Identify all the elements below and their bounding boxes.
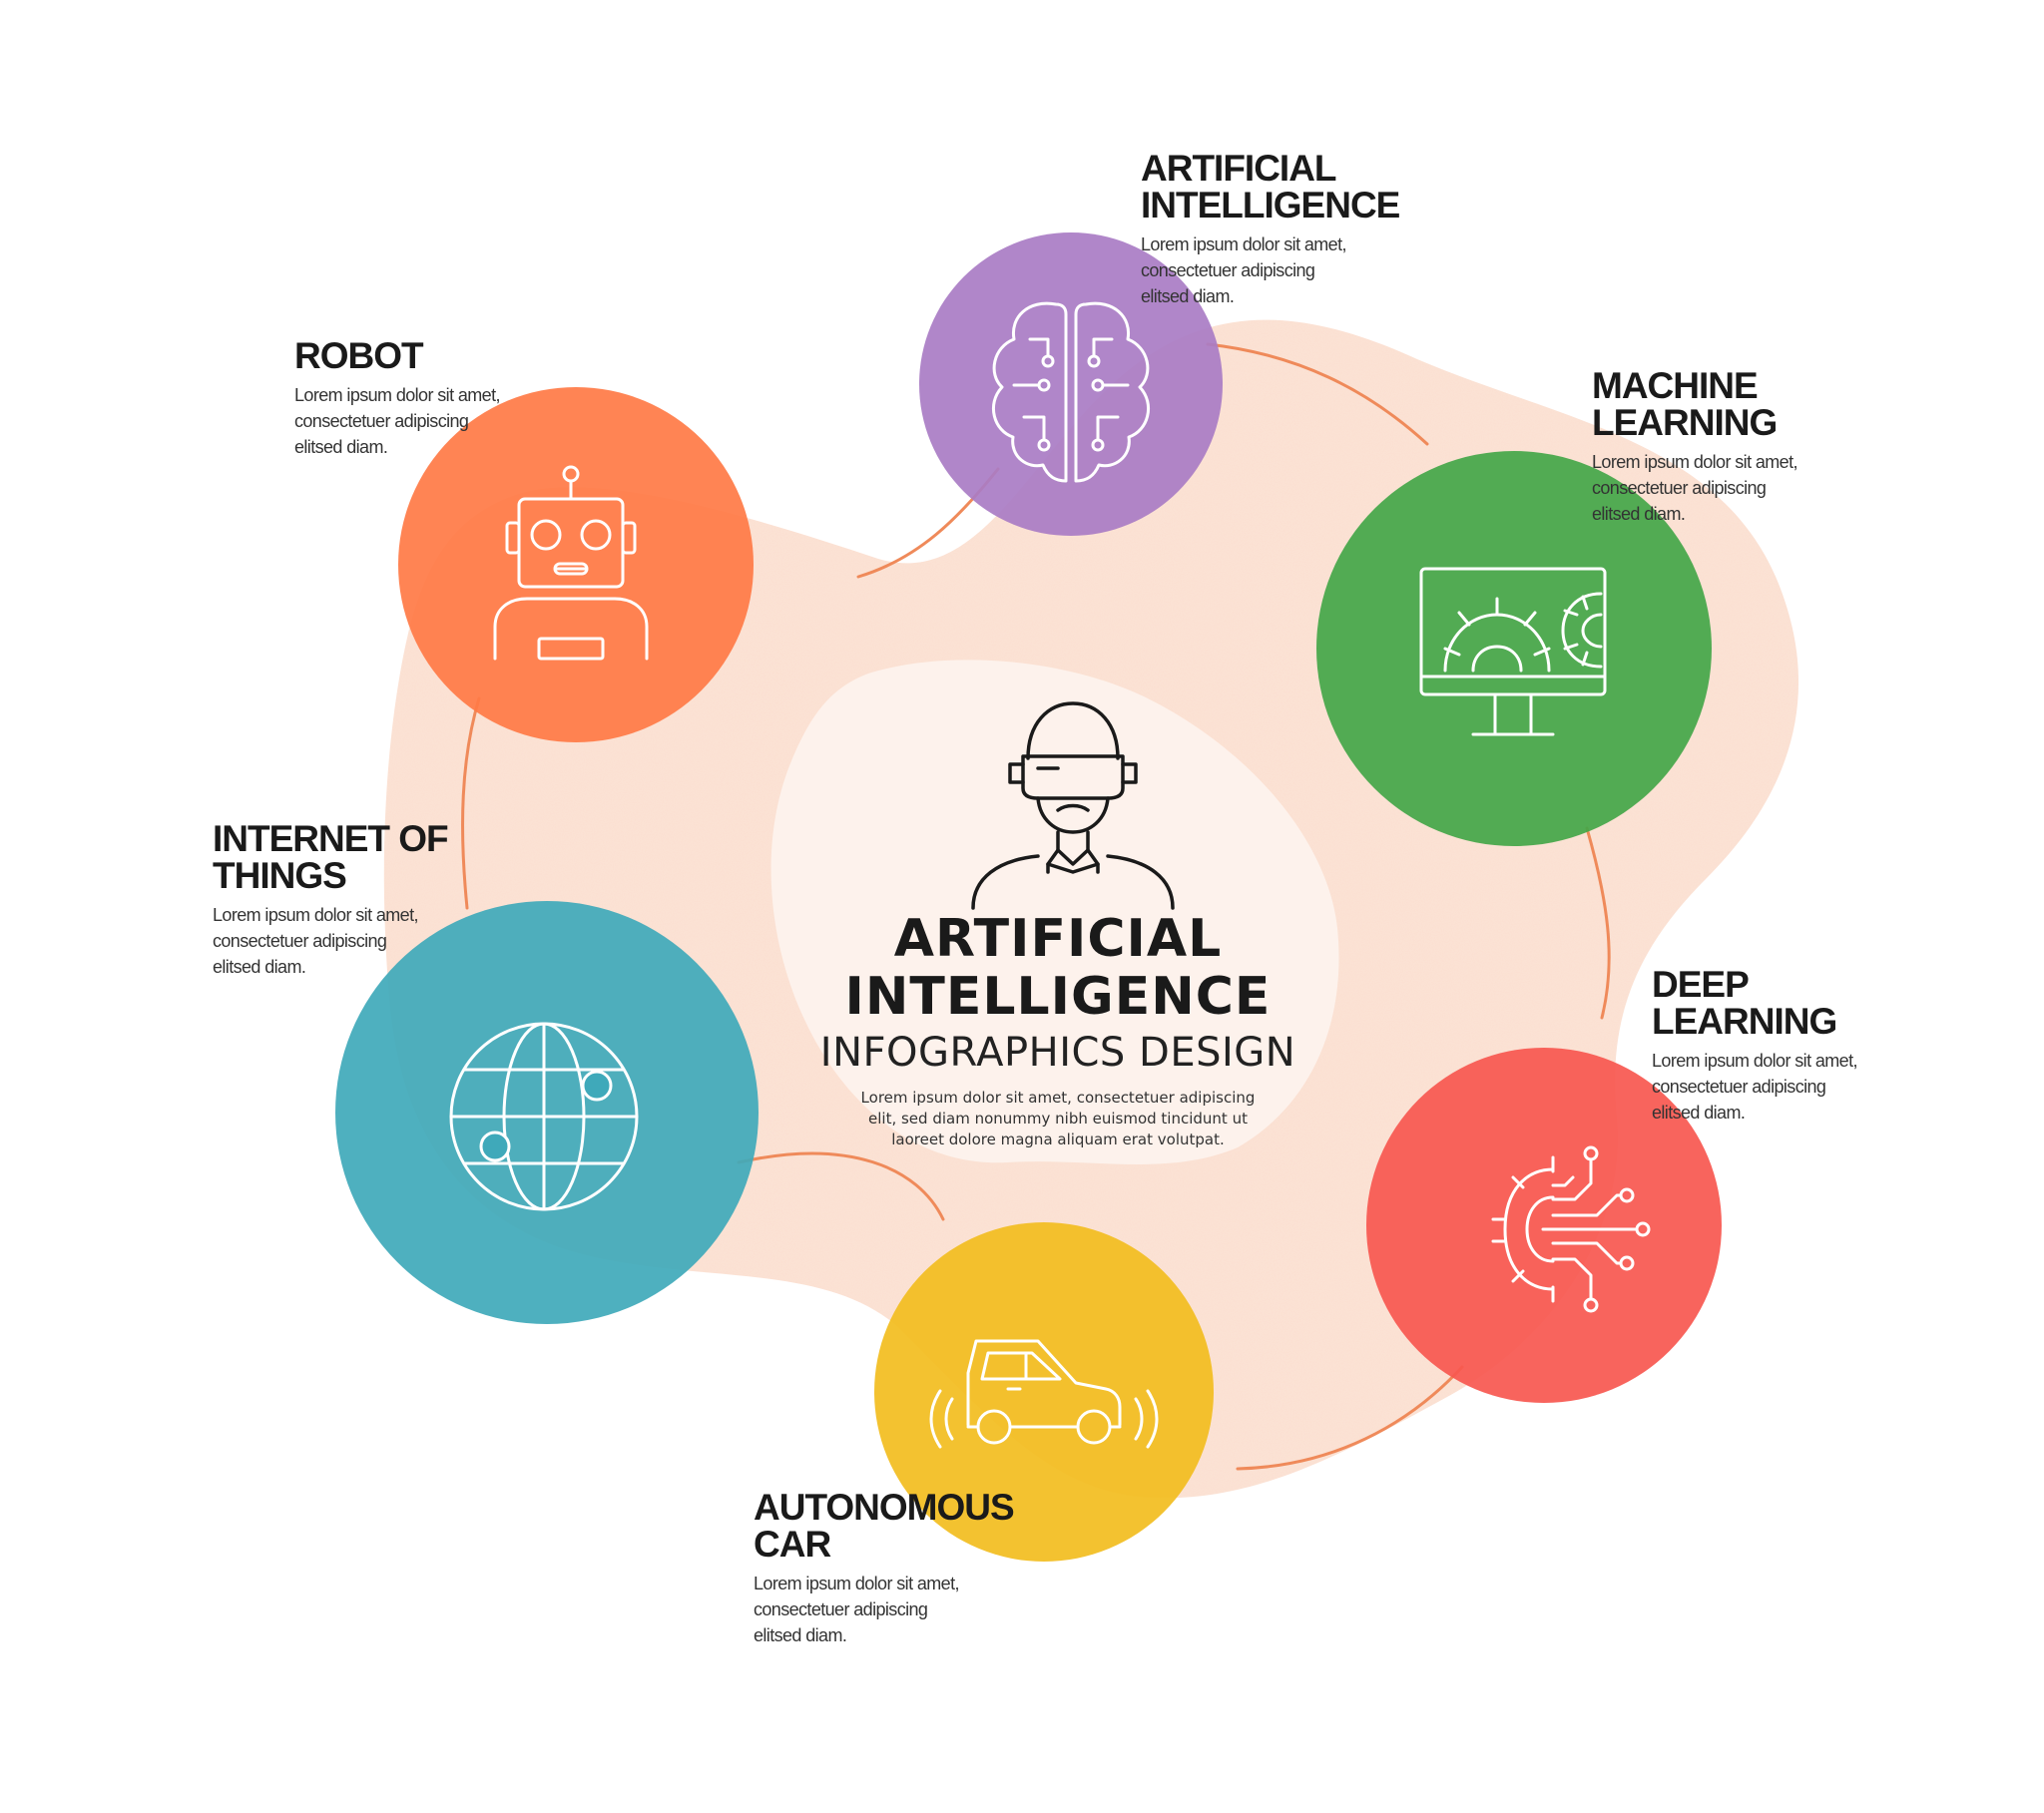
connector-dl-car [1236, 1365, 1464, 1471]
desc-line: consectetuer adipiscing [213, 931, 387, 951]
item-desc: Lorem ipsum dolor sit amet, consectetuer… [1592, 449, 1797, 527]
center-title-line: INTELLIGENCE [844, 967, 1272, 1027]
title-line: CAR [754, 1524, 831, 1565]
circle-artificial-intelligence [919, 232, 1223, 536]
center-desc-line: elit, sed diam nonummy nibh euismod tinc… [868, 1110, 1248, 1128]
item-desc: Lorem ipsum dolor sit amet, consectetuer… [1141, 231, 1399, 309]
brain-circuit-icon [992, 301, 1150, 483]
title-line: INTELLIGENCE [1141, 185, 1400, 226]
center-blob [770, 660, 1339, 1164]
desc-line: elitsed diam. [1592, 504, 1686, 524]
title-line: MACHINE [1592, 365, 1759, 406]
center-title-line: ARTIFICIAL [893, 909, 1223, 969]
title-line: DEEP [1652, 964, 1750, 1005]
desc-line: elitsed diam. [1652, 1103, 1746, 1123]
desc-line: consectetuer adipiscing [1141, 260, 1315, 280]
item-desc: Lorem ipsum dolor sit amet, consectetuer… [754, 1571, 1014, 1648]
center-text: ARTIFICIAL INTELLIGENCE INFOGRAPHICS DES… [778, 910, 1337, 1150]
connector-ai-ml [1206, 342, 1429, 446]
center-subtitle: INFOGRAPHICS DESIGN [819, 1030, 1296, 1076]
desc-line: elitsed diam. [1141, 286, 1235, 306]
robot-icon [493, 465, 649, 661]
desc-line: elitsed diam. [213, 957, 306, 977]
circle-deep-learning [1366, 1048, 1722, 1403]
center-desc-line: laoreet dolore magna aliquam erat volutp… [891, 1131, 1225, 1148]
monitor-gears-icon [1419, 567, 1607, 736]
label-machine-learning: MACHINE LEARNING Lorem ipsum dolor sit a… [1592, 367, 1797, 527]
title-line: ROBOT [294, 335, 424, 376]
desc-line: Lorem ipsum dolor sit amet, [213, 905, 418, 925]
center-description: Lorem ipsum dolor sit amet, consectetuer… [778, 1088, 1337, 1150]
title-line: THINGS [213, 855, 347, 896]
title-line: AUTONOMOUS [754, 1487, 1015, 1528]
globe-network-icon [449, 1022, 639, 1211]
circle-autonomous-car [874, 1222, 1214, 1562]
circle-machine-learning [1316, 451, 1712, 846]
label-autonomous-car: AUTONOMOUS CAR Lorem ipsum dolor sit ame… [754, 1487, 1015, 1648]
item-desc: Lorem ipsum dolor sit amet, consectetuer… [213, 902, 448, 980]
desc-line: consectetuer adipiscing [1592, 478, 1767, 498]
label-robot: ROBOT Lorem ipsum dolor sit amet, consec… [294, 337, 500, 460]
desc-line: Lorem ipsum dolor sit amet, [754, 1574, 959, 1593]
title-line: ARTIFICIAL [1141, 148, 1337, 189]
desc-line: consectetuer adipiscing [754, 1599, 928, 1619]
title-line: LEARNING [1652, 1001, 1837, 1042]
item-title: DEEP LEARNING [1652, 966, 1857, 1040]
desc-line: consectetuer adipiscing [294, 411, 469, 431]
title-line: INTERNET OF [213, 818, 449, 859]
label-internet-of-things: INTERNET OF THINGS Lorem ipsum dolor sit… [213, 818, 449, 980]
connector-car-iot [737, 1151, 945, 1221]
item-title: ARTIFICIAL INTELLIGENCE [1141, 148, 1400, 226]
item-desc: Lorem ipsum dolor sit amet, consectetuer… [294, 382, 500, 460]
vr-headset-person-icon [971, 701, 1175, 910]
item-desc: Lorem ipsum dolor sit amet, consectetuer… [1652, 1048, 1857, 1126]
desc-line: Lorem ipsum dolor sit amet, [294, 385, 500, 405]
desc-line: Lorem ipsum dolor sit amet, [1592, 452, 1797, 472]
center-title: ARTIFICIAL INTELLIGENCE [778, 910, 1337, 1026]
connector-iot-robot [461, 696, 481, 910]
center-desc-line: Lorem ipsum dolor sit amet, consectetuer… [860, 1089, 1256, 1107]
circle-internet-of-things [335, 901, 759, 1324]
desc-line: Lorem ipsum dolor sit amet, [1141, 234, 1346, 254]
item-title: MACHINE LEARNING [1592, 367, 1797, 441]
desc-line: elitsed diam. [294, 437, 388, 457]
car-sensor-icon [929, 1339, 1159, 1449]
item-title: AUTONOMOUS CAR [754, 1487, 1015, 1565]
title-line: LEARNING [1592, 402, 1778, 443]
desc-line: consectetuer adipiscing [1652, 1077, 1826, 1097]
desc-line: elitsed diam. [754, 1625, 847, 1645]
label-deep-learning: DEEP LEARNING Lorem ipsum dolor sit amet… [1652, 966, 1857, 1126]
item-title: ROBOT [294, 337, 500, 374]
gear-circuit-icon [1491, 1145, 1651, 1313]
label-artificial-intelligence: ARTIFICIAL INTELLIGENCE Lorem ipsum dolo… [1141, 148, 1400, 309]
desc-line: Lorem ipsum dolor sit amet, [1652, 1051, 1857, 1071]
connector-ml-dl [1585, 826, 1611, 1020]
item-title: INTERNET OF THINGS [213, 818, 449, 896]
